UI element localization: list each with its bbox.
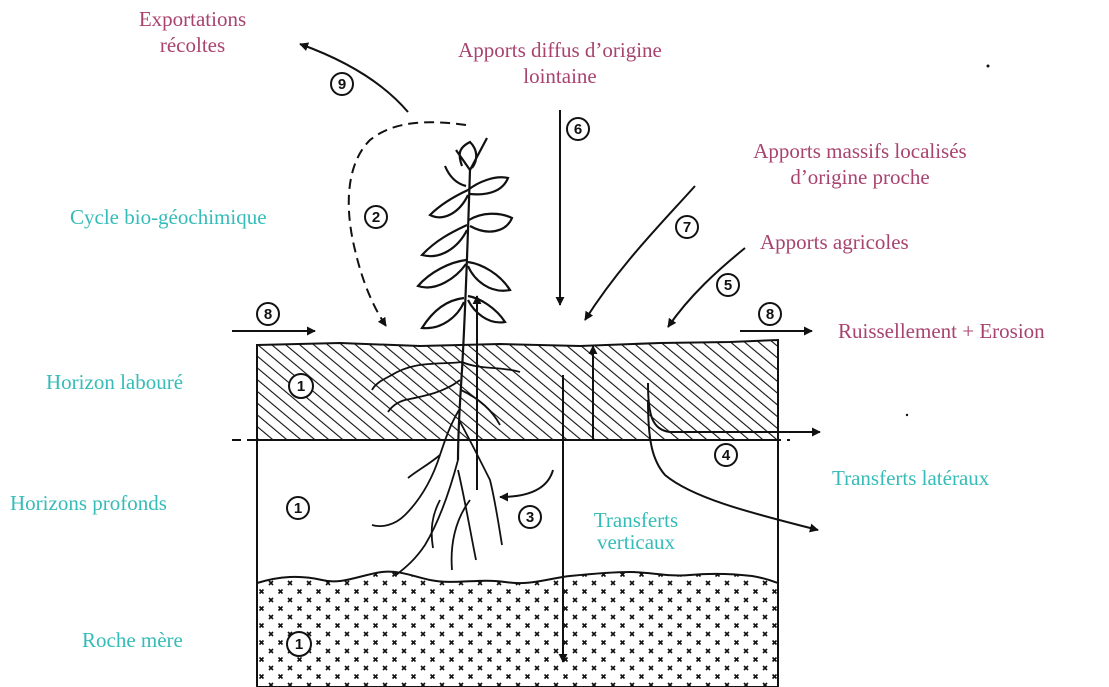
plowed-horizon-hatch [257, 340, 778, 440]
svg-text:7: 7 [683, 219, 691, 236]
marker-8-right: 8 [759, 303, 781, 325]
marker-1-profond: 1 [287, 497, 309, 519]
arrow-exportations [300, 44, 408, 112]
leaf [418, 260, 466, 287]
label-horizons-profonds: Horizons profonds [10, 490, 167, 516]
label-horizon-laboure: Horizon labouré [46, 369, 183, 395]
svg-text:8: 8 [264, 306, 272, 323]
marker-8-left: 8 [257, 303, 279, 325]
stray-dot [987, 65, 990, 68]
marker-9: 9 [331, 73, 353, 95]
label-ruissellement: Ruissellement + Erosion [838, 318, 1045, 344]
marker-6: 6 [567, 118, 589, 140]
marker-3: 3 [519, 506, 541, 528]
label-exportations-line2: récoltes [110, 32, 275, 58]
label-apports-massifs-line2: d’origine proche [710, 164, 1010, 190]
leaf [468, 262, 510, 291]
svg-text:4: 4 [722, 447, 731, 464]
svg-text:3: 3 [526, 509, 534, 526]
marker-4: 4 [715, 444, 737, 466]
stray-dot [906, 414, 908, 416]
label-apports-diffus-line2: lointaine [415, 63, 705, 89]
marker-1-labour: 1 [289, 374, 313, 398]
svg-text:5: 5 [724, 277, 732, 294]
svg-text:1: 1 [294, 500, 302, 517]
label-exportations: Exportations récoltes [110, 6, 275, 58]
leaf [468, 296, 505, 322]
plant-top-bud [456, 138, 487, 170]
leaf [422, 225, 467, 256]
label-transferts-lateraux: Transferts latéraux [832, 465, 989, 491]
bedrock-texture [257, 572, 778, 687]
leaf-vein [445, 166, 466, 186]
svg-text:9: 9 [338, 76, 346, 93]
label-transferts-verticaux-line1: Transferts [566, 509, 706, 531]
leaf [430, 190, 468, 217]
arrow-apports-massifs [585, 186, 695, 320]
label-apports-diffus-line1: Apports diffus d’origine [415, 37, 705, 63]
label-apports-agricoles: Apports agricoles [760, 229, 909, 255]
leaf [468, 177, 508, 194]
label-cycle-biogeochimique: Cycle bio-géochimique [70, 204, 267, 230]
leaf [422, 298, 464, 328]
label-roche-mere: Roche mère [82, 627, 183, 653]
marker-1-roche: 1 [287, 632, 311, 656]
label-transferts-verticaux: Transferts verticaux [566, 509, 706, 553]
marker-2: 2 [365, 206, 387, 228]
svg-text:1: 1 [297, 378, 305, 395]
arrow-return-to-soil [500, 470, 553, 497]
marker-5: 5 [717, 274, 739, 296]
marker-7: 7 [676, 216, 698, 238]
label-apports-massifs: Apports massifs localisés d’origine proc… [710, 138, 1010, 190]
label-apports-massifs-line1: Apports massifs localisés [710, 138, 1010, 164]
svg-text:6: 6 [574, 121, 582, 138]
svg-text:1: 1 [295, 636, 303, 653]
label-transferts-verticaux-line2: verticaux [566, 531, 706, 553]
svg-text:2: 2 [372, 209, 380, 226]
label-apports-diffus: Apports diffus d’origine lointaine [415, 37, 705, 89]
svg-text:8: 8 [766, 306, 774, 323]
soil-column [232, 340, 790, 687]
leaf [469, 214, 512, 232]
label-exportations-line1: Exportations [110, 6, 275, 32]
